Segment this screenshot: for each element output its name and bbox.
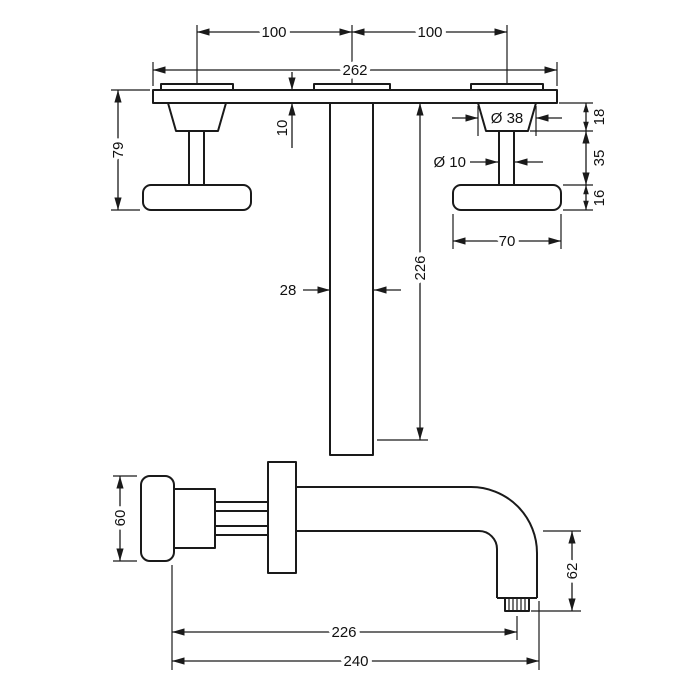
dim-escutcheon-dia: Ø 38 — [491, 110, 524, 127]
dimension-plate-width: 262 — [152, 58, 558, 86]
dimension-side-handle-dia: 60 — [108, 475, 137, 562]
dim-span-left: 100 — [261, 24, 286, 41]
dimension-spout-reach: 226 — [171, 565, 518, 670]
left-escutcheon-flange — [160, 83, 234, 91]
dim-spout-reach: 226 — [331, 624, 356, 641]
side-handle-body — [173, 488, 216, 549]
front-right-handle — [452, 102, 562, 211]
dimension-spout-width: 28 — [276, 278, 401, 303]
dimension-spout-drop: 62 — [531, 530, 585, 612]
dim-spout-length: 226 — [412, 255, 429, 280]
side-view — [140, 461, 538, 612]
dim-handle-bar-thickness: 16 — [591, 190, 608, 207]
dimension-handle-width: 70 — [452, 214, 562, 254]
dimension-spout-length: 226 — [377, 103, 433, 441]
side-valve-stem — [214, 501, 269, 536]
dimension-stem-dia: Ø 10 — [429, 150, 543, 175]
dimension-handle-height: 79 — [106, 89, 150, 211]
dim-escutcheon-depth: 18 — [591, 109, 608, 126]
dimension-escutcheon-dia: Ø 38 — [452, 106, 562, 136]
dim-stem-dia: Ø 10 — [433, 154, 466, 171]
dimension-span-left: 100 — [196, 20, 353, 83]
spout-outer-curve — [470, 486, 538, 598]
dim-plate-width: 262 — [342, 62, 367, 79]
dim-side-handle-dia: 60 — [112, 510, 129, 527]
side-handle-flange — [140, 475, 175, 562]
dim-handle-height: 79 — [110, 142, 127, 159]
dimension-overall-projection: 240 — [172, 601, 540, 674]
side-wall-plate — [267, 461, 297, 574]
dimension-right-stack: 18 35 16 — [530, 102, 612, 211]
dim-span-right: 100 — [417, 24, 442, 41]
front-view-plate — [152, 83, 558, 104]
dim-stem-exposure: 35 — [591, 150, 608, 167]
spout-escutcheon-flange — [313, 83, 391, 91]
front-spout-tube — [329, 102, 374, 456]
dim-plate-thickness: 10 — [274, 120, 291, 137]
dim-spout-width: 28 — [280, 282, 297, 299]
dim-handle-width: 70 — [499, 233, 516, 250]
dimension-plate-thickness: 10 — [270, 72, 296, 148]
dim-spout-drop: 62 — [564, 563, 581, 580]
right-escutcheon-flange — [470, 83, 544, 91]
spout-inner-curve — [478, 530, 498, 598]
front-left-handle — [142, 102, 252, 211]
dim-overall-projection: 240 — [343, 653, 368, 670]
dimension-span-right: 100 — [352, 20, 508, 83]
